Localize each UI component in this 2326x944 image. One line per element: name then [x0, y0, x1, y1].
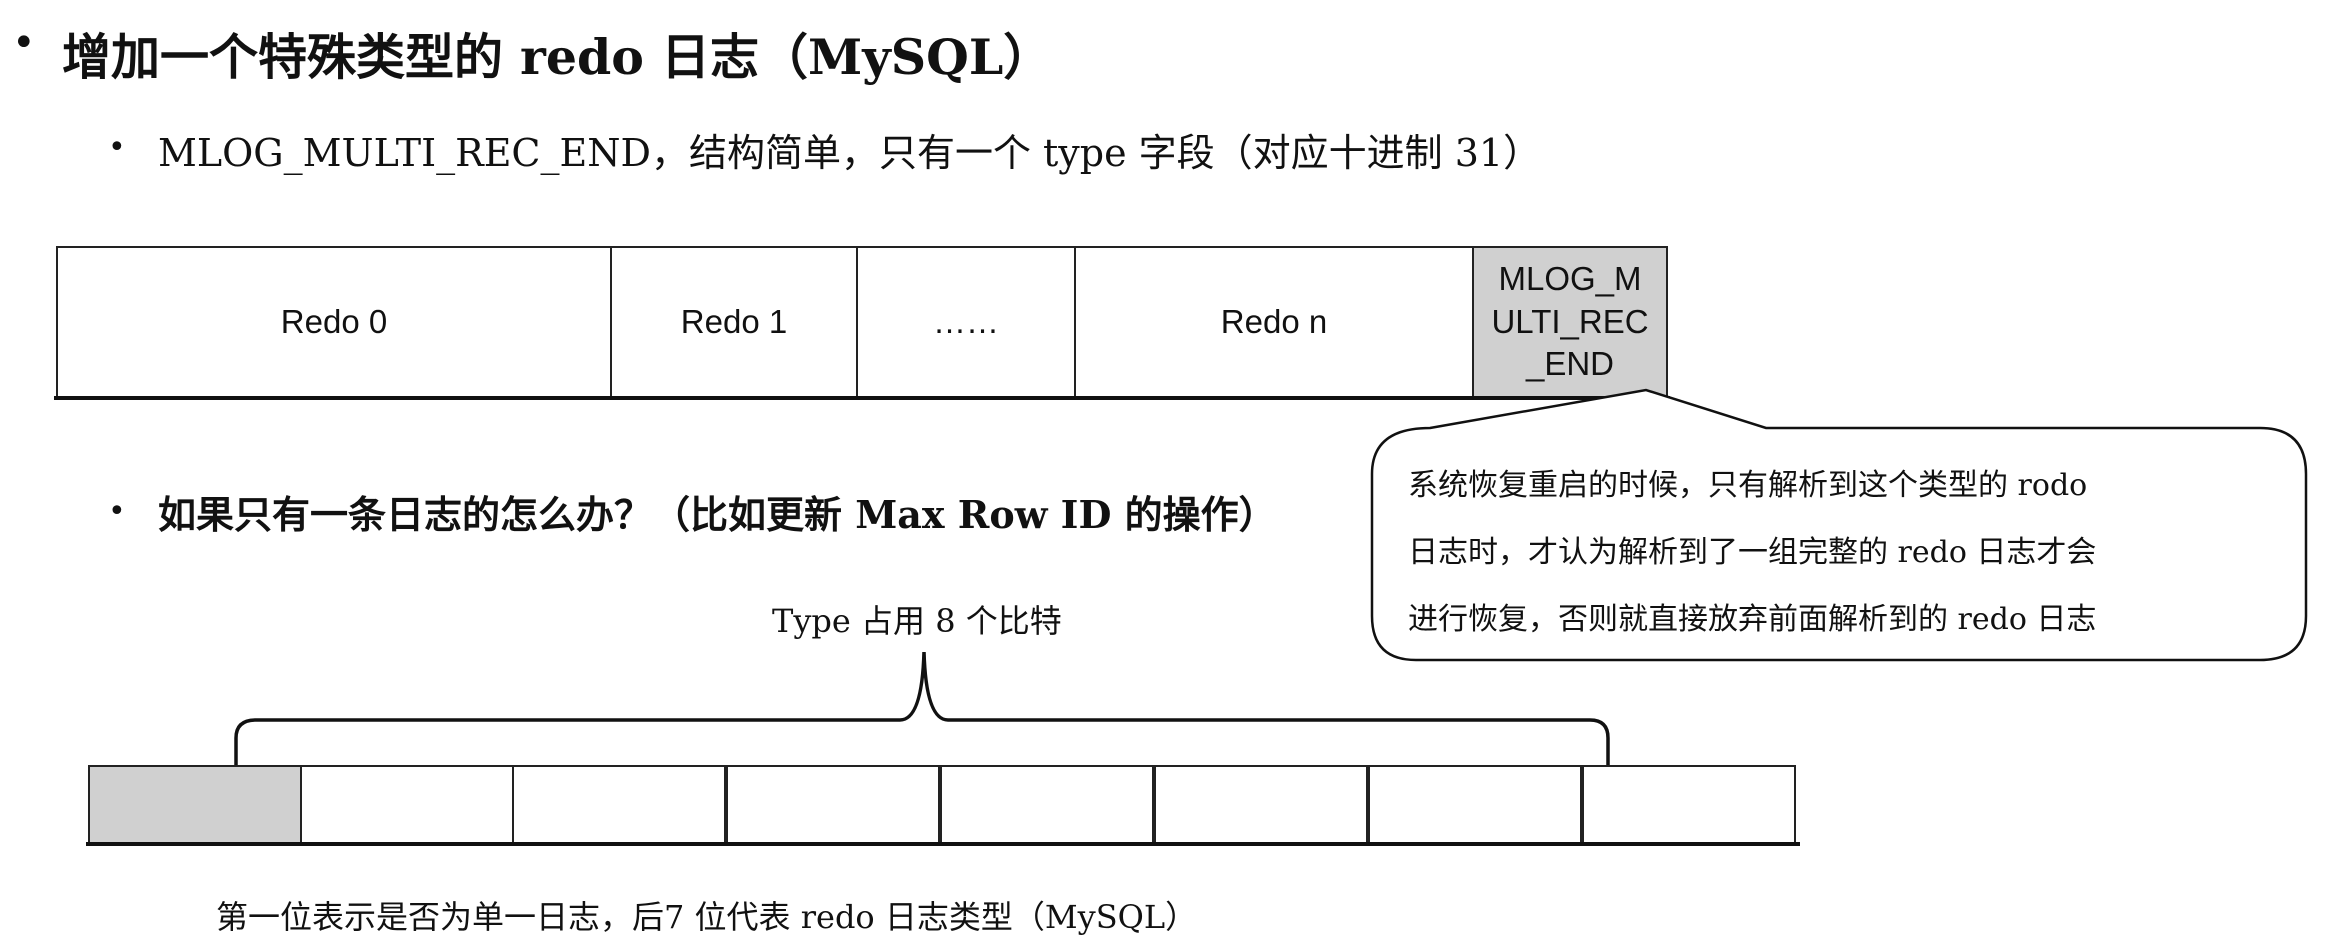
bit-cell-7 [1582, 765, 1796, 845]
redo-row-baseline [54, 396, 1670, 400]
bit-caption: 第一位表示是否为单一日志，后7 位代表 redo 日志类型（MySQL） [216, 898, 1198, 936]
bit-cell-1 [300, 765, 514, 845]
sub1-bullet: • [108, 130, 126, 165]
brace-label: Type 占用 8 个比特 [772, 602, 1062, 640]
sub1-text: MLOG_MULTI_REC_END，结构简单，只有一个 type 字段（对应十… [158, 131, 1542, 175]
sub2-bullet: • [108, 494, 126, 529]
bit-cell-3 [726, 765, 940, 845]
bit-cell-6 [1368, 765, 1582, 845]
sub2-text: 如果只有一条日志的怎么办？（比如更新 Max Row ID 的操作） [158, 492, 1277, 537]
mlog-label-line-1: MLOG_M [1498, 259, 1642, 297]
page-title: 增加一个特殊类型的 redo 日志（MySQL） [62, 28, 1053, 86]
bit-cell-2 [512, 765, 726, 845]
mlog-label-line-3: _END [1525, 345, 1615, 383]
callout-line-3: 进行恢复，否则就直接放弃前面解析到的 redo 日志 [1408, 602, 2097, 637]
bit-cell-0 [88, 765, 302, 845]
bit-row-baseline [86, 842, 1800, 846]
heading-bullet: • [12, 20, 36, 66]
callout-line-2: 日志时，才认为解析到了一组完整的 redo 日志才会 [1408, 535, 2097, 570]
bit-cell-4 [940, 765, 1154, 845]
callout-line-1: 系统恢复重启的时候，只有解析到这个类型的 rodo [1408, 468, 2088, 503]
bit-cell-5 [1154, 765, 1368, 845]
mlog-label-line-2: ULTI_REC [1491, 302, 1649, 340]
